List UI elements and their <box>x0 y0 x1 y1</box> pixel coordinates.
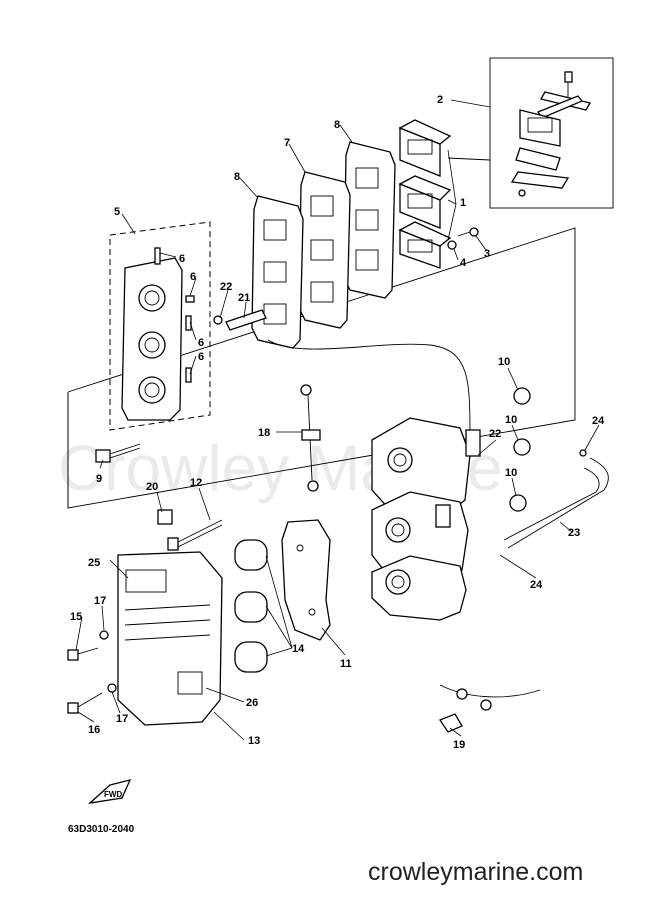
callout-3: 3 <box>484 248 490 260</box>
callout-20: 20 <box>146 481 158 493</box>
callout-5: 5 <box>114 206 120 218</box>
long-bolt <box>157 509 223 551</box>
callout-11: 11 <box>340 658 352 670</box>
callout-22a: 22 <box>220 281 232 293</box>
callout-17b: 17 <box>116 713 128 725</box>
diagram-code: 63D3010-2040 <box>68 824 135 835</box>
svg-text:FWD: FWD <box>104 790 122 799</box>
callout-leaders <box>75 99 600 741</box>
callout-10a: 10 <box>498 356 510 368</box>
callout-15: 15 <box>70 611 82 623</box>
callout-12: 12 <box>190 477 202 489</box>
callout-labels: 1 2 3 4 5 6 6 6 6 7 8 8 9 10 10 10 11 12… <box>70 94 605 751</box>
callout-6d: 6 <box>198 351 204 363</box>
callout-6c: 6 <box>198 337 204 349</box>
detail-inset-box <box>447 57 614 209</box>
callout-8b: 8 <box>334 119 340 131</box>
callout-8a: 8 <box>234 171 240 183</box>
drain-hose <box>503 449 609 549</box>
callout-13: 13 <box>248 735 260 747</box>
cover-gasket <box>281 519 331 641</box>
callout-1: 1 <box>460 197 466 209</box>
callout-26: 26 <box>246 697 258 709</box>
callout-24a: 24 <box>592 415 605 427</box>
callout-21: 21 <box>238 292 250 304</box>
reed-valve-assemblies <box>398 119 457 269</box>
bolt-9 <box>95 443 141 463</box>
callout-14: 14 <box>292 643 305 655</box>
callout-10b: 10 <box>505 414 517 426</box>
screw-and-washer <box>447 227 479 250</box>
hose-clips <box>509 387 531 512</box>
footer-brand: crowleymarine.com <box>368 858 583 886</box>
callout-25: 25 <box>88 557 100 569</box>
callout-10c: 10 <box>505 467 517 479</box>
callout-16: 16 <box>88 724 100 736</box>
cover-screws <box>67 630 117 714</box>
intake-gaskets <box>251 141 396 349</box>
intake-manifold <box>109 221 211 431</box>
callout-22b: 22 <box>489 428 501 440</box>
silencer-cover <box>117 551 223 726</box>
assembly-frame-lines <box>67 227 576 509</box>
callout-19: 19 <box>453 739 465 751</box>
seals <box>234 539 268 673</box>
fwd-arrow-icon: FWD <box>87 779 132 804</box>
fuel-hose <box>267 339 471 441</box>
callout-17a: 17 <box>94 595 106 607</box>
callout-2: 2 <box>437 94 443 106</box>
callout-18: 18 <box>258 427 270 439</box>
drain-plug <box>439 684 541 733</box>
link-rod <box>300 384 321 492</box>
callout-6a: 6 <box>179 253 185 265</box>
callout-9: 9 <box>96 473 102 485</box>
callout-4: 4 <box>460 257 467 269</box>
callout-24b: 24 <box>530 579 543 591</box>
callout-6b: 6 <box>190 271 196 283</box>
carburetor-assembly <box>371 417 481 621</box>
callout-7: 7 <box>284 137 290 149</box>
callout-23: 23 <box>568 527 580 539</box>
